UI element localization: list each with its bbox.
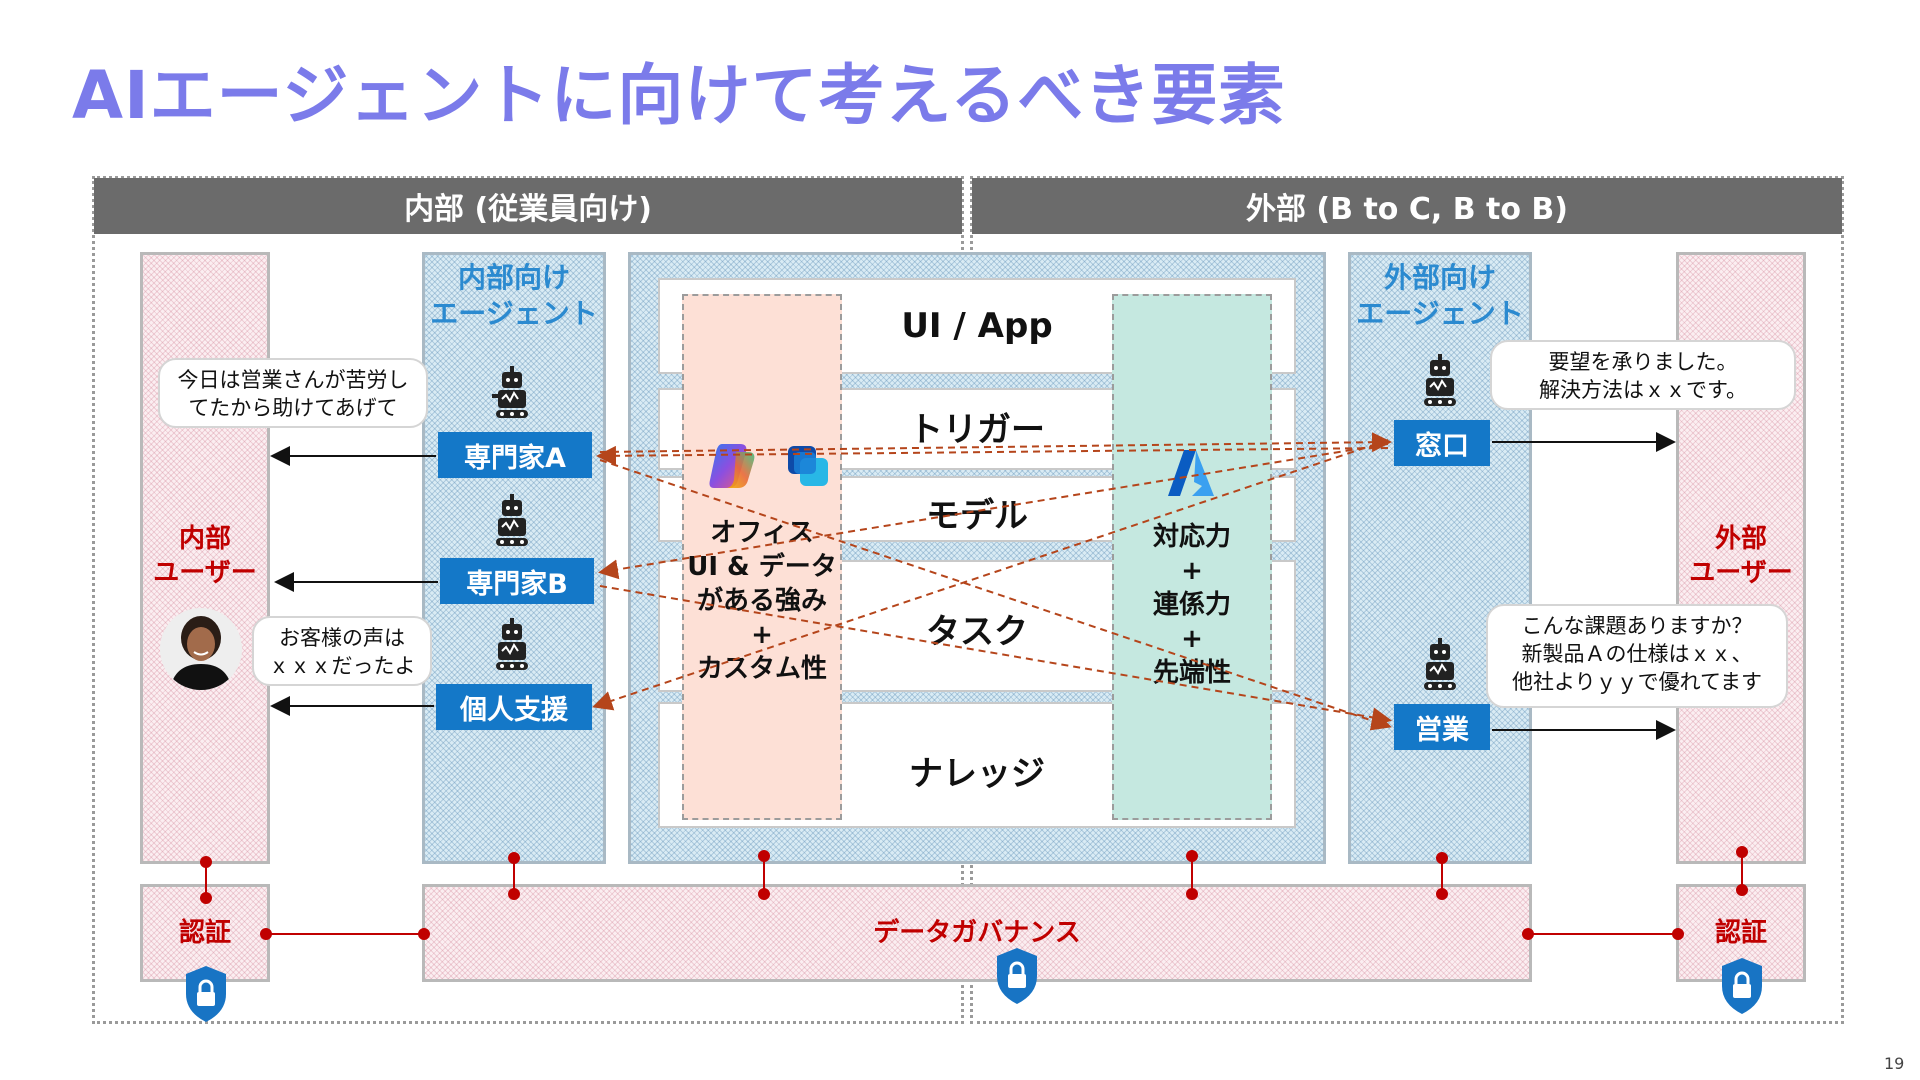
agent-button-expert-a[interactable]: 専門家A — [438, 432, 592, 478]
external-users-label: 外部 ユーザー — [1689, 524, 1793, 588]
person-avatar — [160, 608, 242, 690]
data-governance-label: データガバナンス — [873, 918, 1081, 948]
internal-users-column — [140, 252, 270, 864]
robot-icon — [488, 494, 536, 550]
power-platform-icon — [780, 438, 836, 494]
copilot-icon — [706, 438, 762, 494]
page-number: 19 — [1884, 1054, 1905, 1073]
azure-icon — [1166, 448, 1218, 498]
speech-bubble-external-bottom: こんな課題ありますか？ 新製品Ａの仕様はｘｘ、 他社よりｙｙで優れてます — [1486, 604, 1788, 708]
speech-bubble-external-top: 要望を承りました。 解決方法はｘｘです。 — [1490, 340, 1796, 410]
data-governance-box — [422, 884, 1532, 982]
office-strengths-text: オフィス UI & データ がある強み + カスタム性 — [687, 518, 837, 684]
robot-icon — [1416, 354, 1464, 410]
agent-button-expert-b[interactable]: 専門家B — [440, 558, 594, 604]
lock-shield-icon — [182, 964, 230, 1024]
speech-bubble-internal-bottom: お客様の声は ｘｘｘだったよ — [252, 616, 432, 686]
layer-label-ui-app: UI / App — [901, 306, 1053, 346]
page-title: AIエージェントに向けて考えるべき要素 — [72, 57, 1286, 134]
agent-button-sales[interactable]: 営業 — [1394, 704, 1490, 750]
external-agent-header: 外部向け エージェント — [1356, 261, 1524, 330]
layer-label-knowledge: ナレッジ — [909, 754, 1045, 794]
lock-shield-icon — [1718, 956, 1766, 1016]
lock-shield-icon — [993, 946, 1041, 1006]
internal-users-label: 内部 ユーザー — [153, 524, 257, 588]
internal-header: 内部 (従業員向け) — [94, 178, 962, 234]
auth-label-internal: 認証 — [178, 918, 231, 948]
robot-icon — [488, 366, 536, 422]
auth-label-external: 認証 — [1714, 918, 1767, 948]
layer-label-model: モデル — [926, 496, 1028, 536]
speech-bubble-internal-top: 今日は営業さんが苦労し てたから助けてあげて — [158, 358, 428, 428]
agent-button-reception[interactable]: 窓口 — [1394, 420, 1490, 466]
robot-icon — [488, 618, 536, 674]
robot-icon — [1416, 638, 1464, 694]
internal-agent-header: 内部向け エージェント — [430, 261, 598, 330]
agent-button-personal-support[interactable]: 個人支援 — [436, 684, 592, 730]
layer-label-task: タスク — [926, 612, 1028, 652]
azure-strengths-text: 対応力 + 連係力 + 先端性 — [1152, 522, 1231, 688]
external-header: 外部 (B to C, B to B) — [972, 178, 1842, 234]
layer-label-trigger: トリガー — [909, 410, 1045, 450]
